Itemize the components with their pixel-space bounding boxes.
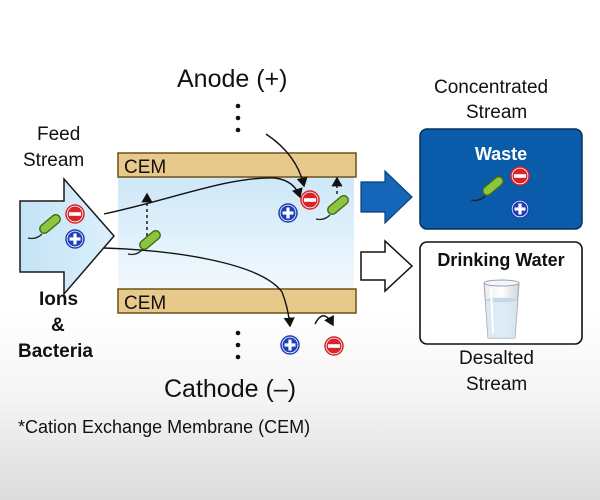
waste-minus-ion-icon bbox=[510, 166, 530, 186]
ions-label-line3: Bacteria bbox=[18, 341, 93, 362]
cathode-dots bbox=[235, 330, 241, 360]
concentrated-label-line2: Stream bbox=[466, 102, 528, 123]
footnote: *Cation Exchange Membrane (CEM) bbox=[18, 417, 311, 437]
ions-label-line2: & bbox=[51, 315, 65, 336]
anion-bottom-path bbox=[314, 314, 334, 327]
bottom-minus-ion-icon bbox=[324, 336, 344, 356]
waste-label: Waste bbox=[475, 144, 527, 164]
ions-label-line1: Ions bbox=[39, 289, 79, 310]
cem-top-label: CEM bbox=[124, 157, 166, 178]
flow-line-top bbox=[103, 177, 303, 215]
cathode-label: Cathode (–) bbox=[164, 375, 297, 403]
top-plus-ion-icon bbox=[278, 203, 298, 223]
top-minus-ion-icon bbox=[300, 190, 320, 210]
bottom-plus-ion-icon bbox=[280, 335, 300, 355]
desalted-label-line2: Stream bbox=[466, 374, 528, 395]
waste-plus-ion-icon bbox=[510, 199, 530, 219]
cem-bottom-membrane bbox=[117, 288, 357, 314]
waste-arrow bbox=[360, 169, 413, 225]
drinking-water-label: Drinking Water bbox=[437, 250, 564, 270]
feed-label-line2: Stream bbox=[23, 150, 85, 171]
water-glass-icon bbox=[483, 279, 520, 339]
anode-dots bbox=[235, 103, 241, 133]
feed-plus-ion-icon bbox=[65, 229, 85, 249]
drinking-water-arrow bbox=[360, 239, 414, 293]
anode-label: Anode (+) bbox=[177, 65, 288, 93]
concentrated-label-line1: Concentrated bbox=[434, 77, 549, 98]
feed-label-line1: Feed bbox=[37, 124, 81, 145]
flow-line-bottom bbox=[103, 247, 295, 328]
feed-minus-ion-icon bbox=[65, 204, 85, 224]
cem-top-membrane bbox=[117, 152, 357, 178]
anode-ion-path bbox=[265, 133, 308, 188]
cem-bottom-label: CEM bbox=[124, 293, 166, 314]
desalted-label-line1: Desalted bbox=[459, 348, 534, 369]
